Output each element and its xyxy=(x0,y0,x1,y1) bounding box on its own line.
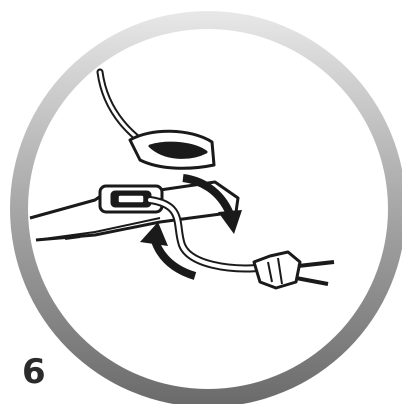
step-number: 6 xyxy=(22,352,46,392)
